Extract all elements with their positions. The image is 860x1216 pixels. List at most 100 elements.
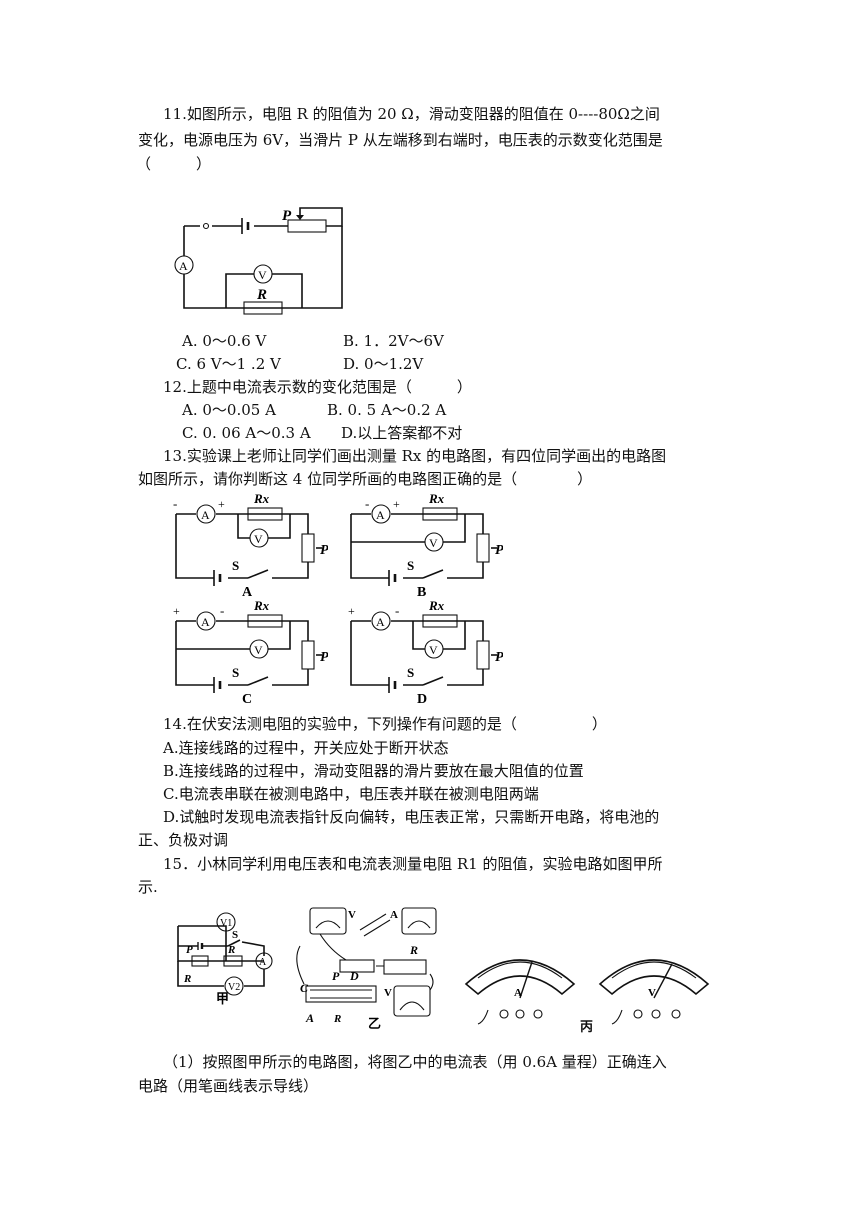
q13c-resistor-rx <box>247 614 283 628</box>
svg-text:P: P <box>320 650 328 665</box>
q11-terminal <box>202 222 210 230</box>
svg-text:A: A <box>376 615 385 629</box>
q15-sub1-line-1: （1）按照图甲所示的电路图，将图乙中的电流表（用 0.6A 量程）正确连入 <box>163 1053 667 1071</box>
svg-text:A: A <box>514 987 522 999</box>
svg-text:V1: V1 <box>220 918 232 929</box>
q13c-ammeter <box>196 611 216 631</box>
q12-option-c: C. 0. 06 A～0.3 A <box>182 424 311 442</box>
q15-figure-bing-voltmeter: V <box>598 959 710 1025</box>
svg-text:-: - <box>365 496 369 511</box>
svg-text:V: V <box>254 532 263 546</box>
q15-yi-rheostat <box>305 985 377 1003</box>
q12-option-b: B. 0. 5 A～0.2 A <box>327 401 447 419</box>
q15-label-yi: 乙 <box>368 1016 381 1030</box>
svg-text:-: - <box>220 603 224 618</box>
q11-line-2: 变化，电源电压为 6V，当滑片 P 从左端移到右端时，电压表的示数变化范围是 <box>138 131 663 149</box>
q11-voltmeter <box>253 264 273 284</box>
svg-text:R: R <box>183 973 191 985</box>
q11-voltmeter-label: V <box>258 268 267 282</box>
q13d-ammeter <box>371 611 391 631</box>
svg-text:S: S <box>232 558 239 573</box>
q11-label-p: P <box>282 208 292 224</box>
svg-text:-: - <box>395 603 399 618</box>
svg-text:A: A <box>201 615 210 629</box>
q11-circuit-diagram: P A V R <box>174 207 343 315</box>
svg-text:P: P <box>186 944 193 956</box>
q13b-resistor-rx <box>422 507 458 521</box>
svg-text:A: A <box>390 909 398 921</box>
q12-option-d: D.以上答案都不对 <box>341 424 463 442</box>
svg-text:P: P <box>495 543 503 558</box>
q13a-resistor-rx <box>247 507 283 521</box>
svg-text:V: V <box>348 909 356 921</box>
q15-line-1: 15．小林同学利用电压表和电流表测量电阻 R1 的阻值，实验电路如图甲所 <box>163 855 663 873</box>
q11-ammeter-label: A <box>179 259 188 273</box>
q13a-ammeter <box>196 504 216 524</box>
q12-option-a: A. 0～0.05 A <box>182 401 276 419</box>
svg-text:S: S <box>232 929 238 941</box>
q11-rheostat <box>287 219 327 233</box>
svg-text:V: V <box>384 987 392 999</box>
q11-option-a: A. 0～0.6 V <box>182 332 267 350</box>
q14-option-d-line-2: 正、负极对调 <box>138 831 229 849</box>
q15-label-jia: 甲 <box>216 991 229 1006</box>
svg-text:S: S <box>407 665 414 680</box>
q13b-rheostat <box>476 533 490 563</box>
svg-text:V: V <box>254 643 263 657</box>
q13-line-1: 13.实验课上老师让同学们画出测量 Rx 的电路图，有四位同学画出的电路图 <box>163 447 667 465</box>
q11-option-b: B. 1．2V～6V <box>343 332 444 350</box>
q11-slider-arrow <box>296 215 304 220</box>
svg-text:P: P <box>332 969 340 983</box>
svg-text:Rx: Rx <box>428 491 445 506</box>
q11-resistor-r <box>243 301 283 315</box>
q14-option-b: B.连接线路的过程中，滑动变阻器的滑片要放在最大阻值的位置 <box>163 762 584 780</box>
svg-text:S: S <box>407 558 414 573</box>
svg-text:Rx: Rx <box>428 598 445 613</box>
q13a-rheostat <box>301 533 315 563</box>
q15-figure-bing-ammeter: A <box>464 959 576 1025</box>
svg-text:+: + <box>218 497 225 511</box>
svg-text:+: + <box>173 604 180 618</box>
q13-circuit-c: + A - Rx V P S C <box>173 598 328 707</box>
q13-circuit-a: - A + Rx V P S A <box>173 491 328 600</box>
svg-text:R: R <box>333 1013 341 1025</box>
svg-text:Rx: Rx <box>253 491 270 506</box>
q15-figure-yi: V A R V P D C A R 乙 <box>296 907 437 1030</box>
q15-line-2: 示. <box>138 878 158 896</box>
svg-text:V: V <box>429 536 438 550</box>
q11-option-d: D. 0～1.2V <box>343 355 424 373</box>
svg-text:V: V <box>429 643 438 657</box>
q15-figure-jia: V1 S A P R V2 R 甲 <box>177 912 273 1006</box>
svg-text:+: + <box>393 497 400 511</box>
q13c-rheostat <box>301 640 315 670</box>
q11-option-c: C. 6 V～1 .2 V <box>176 355 281 373</box>
q11-line-3: （ ） <box>136 155 212 173</box>
svg-text:-: - <box>173 496 177 511</box>
q15-yi-voltmeter-v1 <box>309 907 347 935</box>
q15-yi-ammeter <box>401 907 437 935</box>
q13-line-2: 如图所示，请你判断这 4 位同学所画的电路图正确的是（ ） <box>138 470 593 488</box>
q11-line-1: 11.如图所示，电阻 R 的阻值为 20 Ω，滑动变阻器的阻值在 0----80… <box>163 105 660 123</box>
q13c-letter: C <box>242 692 252 707</box>
q13a-letter: A <box>242 585 253 600</box>
svg-text:A: A <box>201 508 210 522</box>
q13d-letter: D <box>417 692 427 707</box>
svg-text:+: + <box>348 604 355 618</box>
svg-text:A: A <box>376 508 385 522</box>
q14-option-d-line-1: D.试触时发现电流表指针反向偏转，电压表正常，只需断开电路，将电池的 <box>163 808 660 826</box>
q13-circuit-d: + A - Rx V P S D <box>348 598 503 707</box>
q12-line-1: 12.上题中电流表示数的变化范围是（ ） <box>163 378 472 396</box>
svg-text:V2: V2 <box>228 982 240 993</box>
q14-option-c: C.电流表串联在被测电路中，电压表并联在被测电阻两端 <box>163 785 539 803</box>
q11-ammeter <box>174 255 194 275</box>
q15-yi-voltmeter-v2 <box>393 985 431 1017</box>
svg-text:A: A <box>259 957 267 968</box>
q11-label-r: R <box>256 287 267 303</box>
q13d-rheostat <box>476 640 490 670</box>
svg-text:Rx: Rx <box>253 598 270 613</box>
svg-text:D: D <box>349 969 359 983</box>
svg-text:P: P <box>495 650 503 665</box>
q13d-voltmeter <box>424 639 444 659</box>
q13b-voltmeter <box>424 532 444 552</box>
q14-line-1: 14.在伏安法测电阻的实验中，下列操作有问题的是（ ） <box>163 715 607 733</box>
